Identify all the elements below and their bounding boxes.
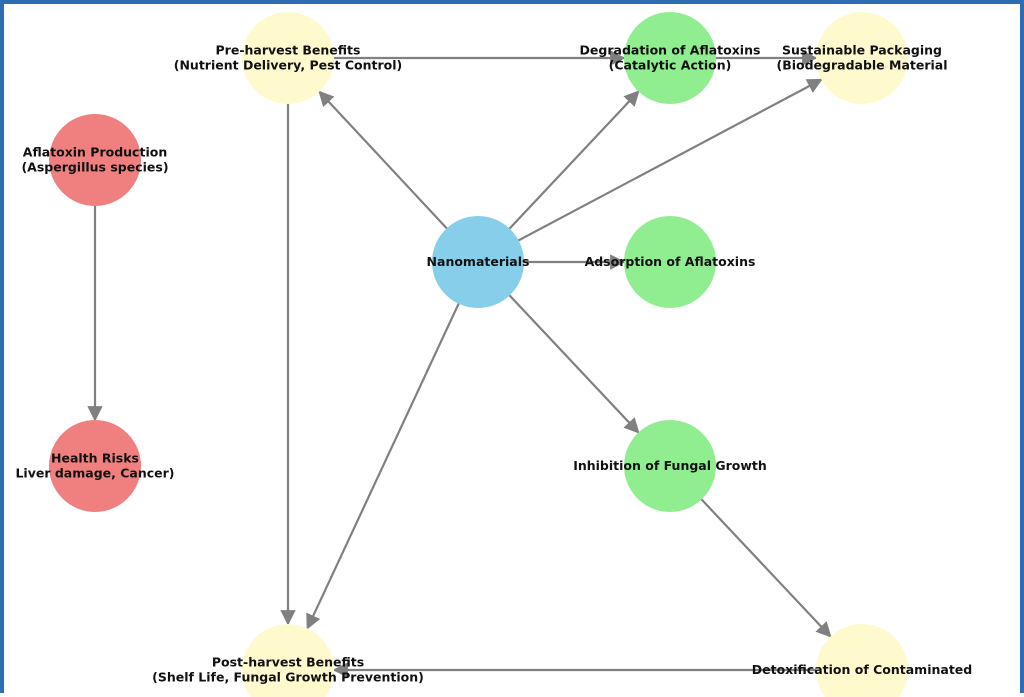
node-label-line: (Catalytic Action): [609, 58, 732, 73]
node-label-detox: Detoxification of Contaminated: [752, 662, 972, 677]
node-pre: [242, 12, 334, 104]
node-health: [49, 420, 141, 512]
node-label-line: Post-harvest Benefits: [212, 655, 364, 670]
node-label-degr: Degradation of Aflatoxins(Catalytic Acti…: [580, 43, 761, 73]
node-label-line: Liver damage, Cancer): [15, 466, 174, 481]
node-label-line: (Shelf Life, Fungal Growth Prevention): [152, 670, 424, 685]
node-degr: [624, 12, 716, 104]
node-afl: [49, 114, 141, 206]
node-label-line: Adsorption of Aflatoxins: [585, 254, 756, 269]
node-label-afl: Aflatoxin Production(Aspergillus species…: [21, 145, 168, 175]
node-label-line: Nanomaterials: [427, 254, 530, 269]
node-pack: [816, 12, 908, 104]
node-detox: [816, 624, 908, 697]
node-label-line: (Aspergillus species): [21, 160, 168, 175]
node-label-line: Degradation of Aflatoxins: [580, 43, 761, 58]
edge-nano-to-post: [306, 265, 478, 630]
node-label-line: Inhibition of Fungal Growth: [573, 458, 767, 473]
labels-layer: Nanomaterials Pre-harvest Benefits(Nutrie…: [15, 43, 972, 685]
node-label-inhib: Inhibition of Fungal Growth: [573, 458, 767, 473]
node-post: [242, 624, 334, 697]
node-ads: [624, 216, 716, 308]
node-label-pack: Sustainable Packaging(Biodegradable Mate…: [776, 43, 947, 73]
node-inhib: [624, 420, 716, 512]
node-label-line: (Biodegradable Material: [776, 58, 947, 73]
node-label-line: Aflatoxin Production: [23, 145, 167, 160]
node-label-ads: Adsorption of Aflatoxins: [585, 254, 756, 269]
node-label-post: Post-harvest Benefits(Shelf Life, Fungal…: [152, 655, 424, 685]
node-nano: [432, 216, 524, 308]
node-label-line: Pre-harvest Benefits: [216, 43, 361, 58]
node-label-line: Detoxification of Contaminated: [752, 662, 972, 677]
node-label-line: Health Risks: [51, 451, 139, 466]
network-diagram: Nanomaterials Pre-harvest Benefits(Nutrie…: [15, 12, 972, 697]
node-label-line: (Nutrient Delivery, Pest Control): [174, 58, 403, 73]
node-label-line: Sustainable Packaging: [782, 43, 942, 58]
node-label-pre: Pre-harvest Benefits(Nutrient Delivery, …: [174, 43, 403, 73]
nodes-layer: [49, 12, 908, 697]
node-label-nano: Nanomaterials: [427, 254, 530, 269]
edges-layer: [87, 50, 858, 678]
edge-nano-to-pack: [481, 78, 823, 261]
